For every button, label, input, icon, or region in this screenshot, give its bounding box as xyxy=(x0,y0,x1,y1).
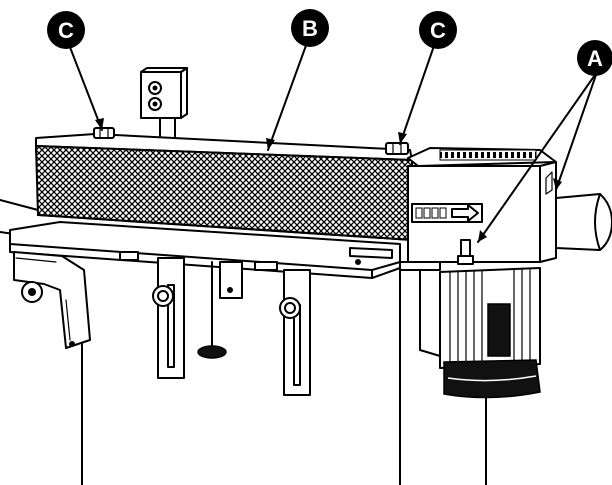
leader-c-right xyxy=(399,39,437,145)
callout-c-right-label: C xyxy=(430,18,446,43)
motor xyxy=(399,261,541,399)
leader-a-lower xyxy=(477,71,598,243)
machine-frame xyxy=(0,199,487,485)
right-tension-nut xyxy=(385,142,409,155)
callout-a-label: A xyxy=(587,46,603,71)
motor-cooling-fins xyxy=(449,269,531,367)
right-arrow-icon xyxy=(451,204,479,222)
table-brackets xyxy=(119,251,311,396)
bracket-lock-knob-left xyxy=(152,285,174,307)
left-fence-assembly xyxy=(13,251,91,349)
switch-box xyxy=(140,67,188,146)
tracking-knob xyxy=(457,239,474,265)
callout-b: B xyxy=(291,9,329,47)
leader-b xyxy=(267,39,309,151)
left-tension-nut xyxy=(93,127,115,139)
callout-a: A xyxy=(577,40,612,76)
leader-a-upper xyxy=(555,71,598,191)
callout-c-left: C xyxy=(47,11,85,49)
bracket-lock-knob-right xyxy=(279,297,301,319)
callout-b-label: B xyxy=(302,16,318,41)
leveling-foot xyxy=(197,261,227,359)
callout-c-left-label: C xyxy=(58,18,74,43)
direction-label xyxy=(411,203,483,223)
callout-c-right: C xyxy=(419,11,457,49)
leader-lines xyxy=(67,39,598,243)
leader-c-left xyxy=(67,41,103,131)
